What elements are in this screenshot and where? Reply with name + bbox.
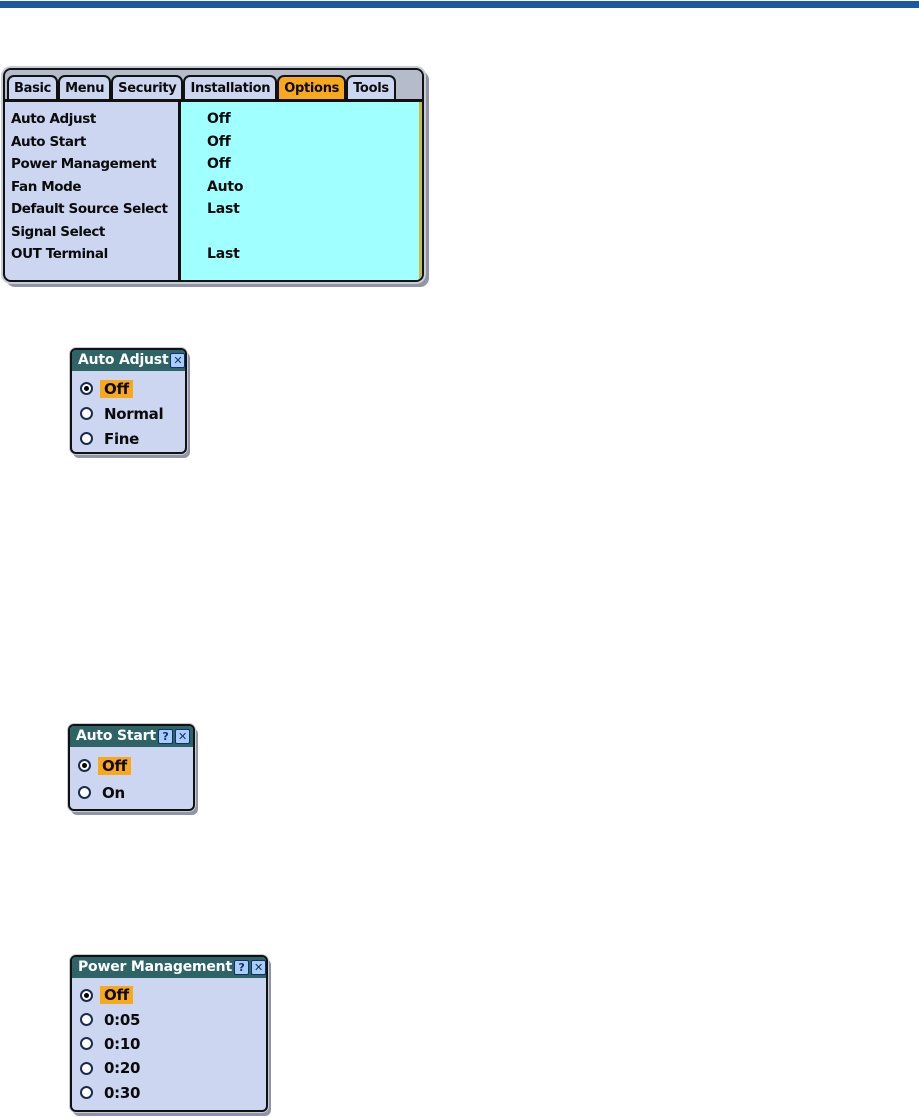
radio-option-label: 0:20	[104, 1059, 141, 1078]
menu-item-fan-mode[interactable]: Fan Mode	[11, 178, 82, 195]
dialog-title: Auto Start	[76, 728, 156, 744]
radio-option-off[interactable]: Off	[80, 983, 258, 1007]
auto-adjust-body: Off Normal Fine	[72, 371, 185, 452]
radio-option-0-20[interactable]: 0:20	[80, 1056, 258, 1080]
menu-value-out-terminal: Last	[207, 246, 240, 262]
radio-icon	[80, 407, 93, 420]
menu-value-auto-start: Off	[207, 133, 231, 150]
power-management-titlebar: Power Management ? ✕	[72, 957, 266, 978]
power-management-body: Off 0:05 0:10 0:20 0:30	[72, 978, 266, 1109]
radio-option-label: On	[102, 783, 125, 802]
power-management-dialog: Power Management ? ✕ Off 0:05 0:10 0:20	[70, 955, 268, 1112]
auto-start-titlebar: Auto Start ? ✕	[70, 726, 193, 747]
radio-option-0-05[interactable]: 0:05	[80, 1007, 258, 1031]
radio-option-normal[interactable]: Normal	[80, 401, 177, 426]
radio-option-fine[interactable]: Fine	[80, 426, 177, 451]
menu-item-column: Auto Adjust Auto Start Power Management …	[5, 102, 181, 280]
close-icon[interactable]: ✕	[170, 352, 185, 368]
radio-icon	[80, 1061, 93, 1075]
menu-value-fan-mode: Auto	[207, 178, 244, 195]
tab-bar-filler	[396, 73, 420, 99]
radio-option-off[interactable]: Off	[80, 376, 177, 401]
auto-start-dialog: Auto Start ? ✕ Off On	[68, 724, 195, 811]
tab-menu[interactable]: Menu	[58, 75, 112, 99]
radio-option-label: Off	[100, 986, 133, 1005]
menu-tab-bar: Basic Menu Security Installation Options…	[5, 70, 422, 102]
radio-option-on[interactable]: On	[78, 779, 185, 806]
close-icon[interactable]: ✕	[250, 959, 266, 975]
radio-icon	[80, 1013, 93, 1027]
radio-option-0-30[interactable]: 0:30	[80, 1081, 258, 1105]
radio-selected-icon	[78, 759, 91, 772]
menu-value-default-source-select: Last	[207, 201, 240, 217]
page-top-rule	[0, 1, 919, 8]
menu-item-auto-adjust[interactable]: Auto Adjust	[11, 111, 96, 127]
menu-value-signal-select	[181, 221, 422, 244]
radio-icon	[78, 786, 91, 799]
radio-icon	[80, 1037, 93, 1051]
radio-option-off[interactable]: Off	[78, 752, 185, 779]
menu-value-column: Off Off Off Auto Last Last	[181, 102, 422, 280]
radio-icon	[80, 1086, 93, 1100]
menu-item-power-management[interactable]: Power Management	[11, 156, 157, 172]
radio-option-label: Fine	[104, 429, 140, 448]
menu-item-auto-start[interactable]: Auto Start	[11, 133, 86, 150]
tab-options[interactable]: Options	[277, 75, 347, 99]
radio-option-label: 0:30	[104, 1083, 141, 1102]
menu-item-out-terminal[interactable]: OUT Terminal	[11, 246, 108, 262]
auto-adjust-dialog: Auto Adjust ✕ Off Normal Fine	[70, 348, 187, 454]
radio-option-label: Off	[100, 379, 133, 398]
radio-selected-icon	[80, 382, 93, 395]
menu-value-auto-adjust: Off	[207, 111, 231, 127]
radio-icon	[80, 432, 93, 445]
auto-adjust-titlebar: Auto Adjust ✕	[72, 350, 185, 371]
tab-basic[interactable]: Basic	[7, 75, 59, 99]
auto-start-body: Off On	[70, 747, 193, 809]
menu-item-signal-select[interactable]: Signal Select	[11, 223, 105, 240]
help-icon[interactable]: ?	[233, 959, 249, 975]
radio-option-label: Off	[98, 756, 131, 775]
dialog-title: Power Management	[78, 959, 232, 975]
menu-value-power-management: Off	[207, 156, 231, 172]
radio-option-0-10[interactable]: 0:10	[80, 1032, 258, 1056]
radio-option-label: 0:05	[104, 1010, 141, 1029]
tab-tools[interactable]: Tools	[346, 75, 396, 99]
close-icon[interactable]: ✕	[175, 728, 190, 744]
radio-option-label: Normal	[104, 404, 164, 423]
help-icon[interactable]: ?	[158, 728, 173, 744]
dialog-title: Auto Adjust	[78, 352, 169, 368]
tab-security[interactable]: Security	[111, 75, 184, 99]
menu-item-default-source-select[interactable]: Default Source Select	[11, 201, 168, 217]
radio-selected-icon	[80, 988, 93, 1002]
options-menu-panel: Basic Menu Security Installation Options…	[3, 68, 424, 282]
radio-option-label: 0:10	[104, 1034, 141, 1053]
tab-installation[interactable]: Installation	[183, 75, 278, 99]
options-menu-content: Auto Adjust Auto Start Power Management …	[5, 102, 422, 280]
